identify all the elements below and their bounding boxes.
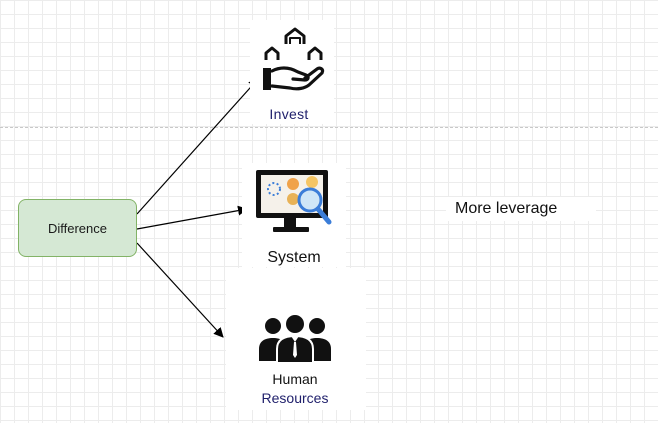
- dashed-divider: [0, 127, 658, 128]
- edge-to-human-resources: [136, 242, 224, 338]
- monitor-analytics-icon: [256, 170, 332, 232]
- edge-to-system: [136, 205, 248, 230]
- human-label-line1: Human: [272, 371, 318, 387]
- system-label: System: [267, 249, 321, 266]
- team-people-icon: [259, 313, 331, 363]
- difference-node[interactable]: Difference: [18, 199, 137, 257]
- human-label-line2: Resources: [261, 390, 329, 406]
- more-leverage-note[interactable]: More leverage: [446, 197, 596, 221]
- houses-in-hand-icon: [263, 27, 325, 91]
- more-leverage-text: More leverage: [455, 200, 558, 217]
- human-resources-label: Human Resources: [240, 370, 350, 408]
- edge-to-invest: [136, 78, 259, 215]
- difference-label: Difference: [47, 220, 107, 236]
- invest-label: Invest: [269, 106, 309, 122]
